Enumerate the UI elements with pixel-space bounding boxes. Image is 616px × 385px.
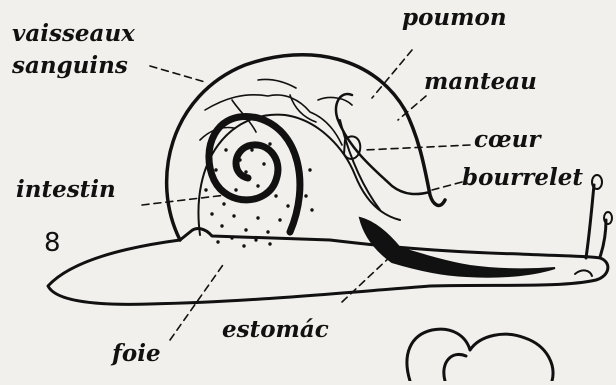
label-bourrelet: bourrelet	[462, 166, 583, 189]
next-figure-fragment	[407, 329, 553, 381]
heart-shape	[344, 136, 360, 159]
figure-number: 8	[44, 230, 61, 256]
eye-tip-long	[592, 175, 602, 189]
leader-estomac	[342, 255, 392, 302]
eye-tip-short	[604, 212, 612, 224]
label-estomac: estomác	[222, 318, 329, 341]
snail-foot-outline	[48, 229, 608, 305]
stomach-shape	[360, 218, 555, 277]
label-intestin: intestin	[16, 178, 116, 201]
leader-intestin	[142, 195, 226, 205]
leader-coeur	[364, 145, 470, 150]
intestine-spiral	[209, 116, 300, 232]
lung-lobe-outline	[336, 94, 430, 194]
leader-bourrelet	[432, 182, 462, 190]
label-foie: foie	[112, 342, 161, 365]
label-sanguins: sanguins	[12, 54, 128, 77]
label-poumon: poumon	[402, 6, 507, 29]
label-manteau: manteau	[424, 70, 537, 93]
blood-vessels	[200, 79, 352, 145]
eye-stalk-short	[600, 220, 606, 257]
label-vaisseaux: vaisseaux	[12, 22, 135, 45]
leader-vaisseaux	[150, 66, 205, 82]
mouth-mark	[575, 270, 592, 276]
eye-stalk-long	[586, 185, 594, 258]
label-coeur: cœur	[474, 128, 540, 151]
